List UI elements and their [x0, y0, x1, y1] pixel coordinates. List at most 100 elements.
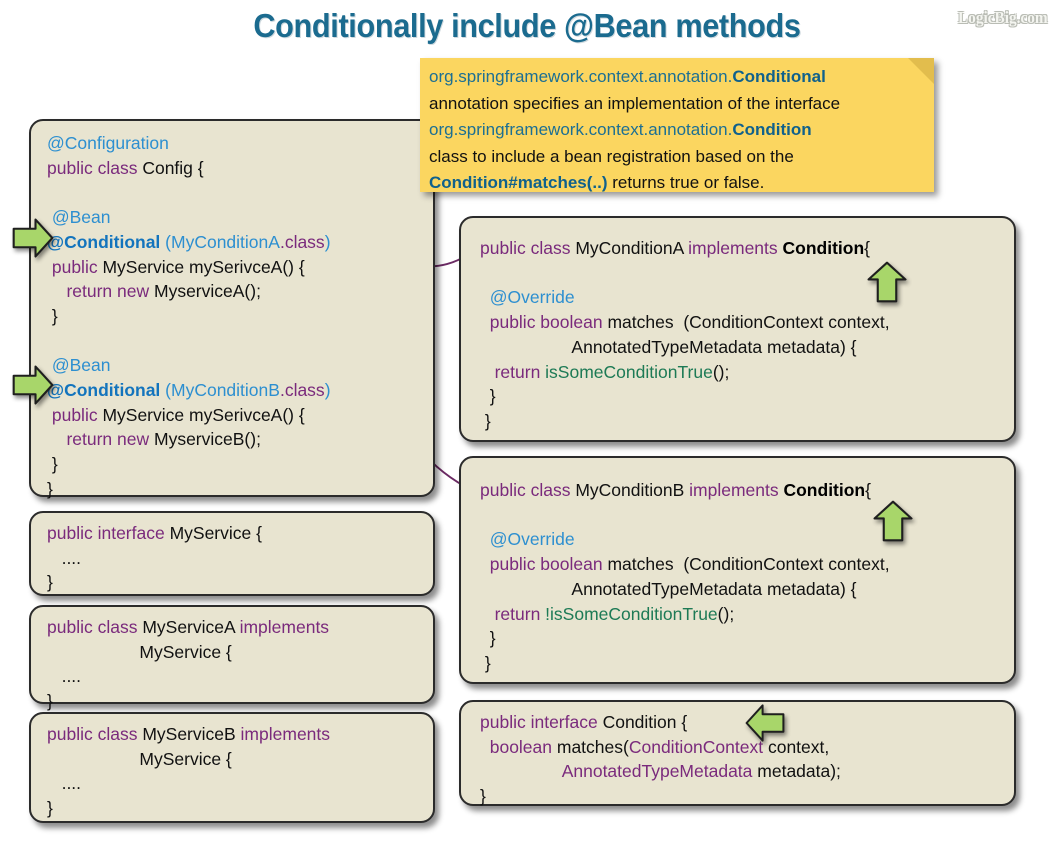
- code-line: }: [480, 409, 890, 434]
- code-token: .class: [279, 231, 325, 252]
- code-token: implements: [688, 238, 783, 258]
- code-line: }: [47, 452, 331, 477]
- code-token: ): [324, 380, 331, 401]
- code-token: public: [47, 256, 103, 277]
- code-token: (MyConditionA: [160, 231, 280, 252]
- code-line: public MyService mySerivceA() {: [47, 255, 331, 280]
- note-fold-corner: [908, 58, 934, 84]
- code-token: matches(: [556, 736, 629, 757]
- myservicea-class-box-code: public class MyServiceA implements MySer…: [47, 615, 329, 714]
- code-line: Condition#matches(..) returns true or fa…: [429, 170, 928, 197]
- code-line: @Bean: [47, 205, 331, 230]
- code-line: public class MyConditionA implements Con…: [480, 236, 890, 261]
- code-token: public interface: [480, 712, 603, 732]
- code-token: Condition#matches(..): [429, 173, 608, 192]
- code-token: [480, 761, 562, 781]
- code-token: Config {: [142, 157, 204, 178]
- code-line: AnnotatedTypeMetadata metadata) {: [480, 335, 890, 360]
- code-line: }: [47, 570, 262, 595]
- code-line: class to include a bean registration bas…: [429, 144, 928, 171]
- code-token: public class: [47, 617, 143, 637]
- code-line: boolean matches(ConditionContext context…: [480, 735, 841, 760]
- code-token: MyService {: [47, 641, 232, 662]
- code-token: ): [324, 231, 331, 252]
- code-token: }: [480, 652, 491, 673]
- code-line: @Conditional (MyConditionA.class): [47, 230, 331, 255]
- code-token: ConditionContext: [628, 736, 764, 757]
- code-token: boolean: [480, 736, 557, 757]
- myserviceb-class-box-code: public class MyServiceB implements MySer…: [47, 722, 330, 821]
- code-token: AnnotatedTypeMetadata metadata) {: [480, 336, 857, 357]
- code-token: Conditional: [732, 67, 826, 86]
- code-token: {: [864, 238, 871, 258]
- code-token: MyServiceB: [142, 724, 241, 744]
- myconditionb-class-box: public class MyConditionB implements Con…: [459, 456, 1016, 684]
- code-token: (MyConditionB: [160, 380, 280, 401]
- conditional-explanation-note: org.springframework.context.annotation.C…: [420, 58, 934, 192]
- code-line: }: [47, 304, 331, 329]
- code-token: matches (ConditionContext context,: [607, 554, 890, 575]
- code-token: public class: [480, 238, 576, 258]
- code-token: }: [47, 572, 53, 593]
- code-token: metadata);: [752, 761, 841, 782]
- code-token: org.springframework.context.annotation.: [429, 120, 733, 139]
- code-token: ();: [717, 603, 735, 624]
- myconditiona-class-box-code: public class MyConditionA implements Con…: [480, 236, 890, 434]
- code-line: public interface MyService {: [47, 521, 262, 546]
- condition-interface-box: public interface Condition { boolean mat…: [459, 700, 1016, 806]
- code-line: annotation specifies an implementation o…: [429, 91, 928, 118]
- myservicea-class-box: public class MyServiceA implements MySer…: [29, 605, 435, 711]
- code-line: public class Config {: [47, 156, 331, 181]
- code-line: MyService {: [47, 640, 329, 665]
- code-token: @Conditional: [47, 380, 161, 401]
- code-token: }: [47, 691, 53, 712]
- code-line: @Override: [480, 285, 890, 310]
- code-token: }: [480, 786, 486, 807]
- code-token: Condition: [783, 480, 866, 500]
- code-line: }: [47, 796, 330, 821]
- code-token: MyConditionB: [575, 480, 690, 500]
- code-token: MyService mySerivceA() {: [102, 256, 305, 277]
- code-line: ....: [47, 664, 329, 689]
- code-token: }: [480, 386, 496, 407]
- code-line: @Override: [480, 527, 890, 552]
- code-token: @Override: [480, 287, 575, 308]
- code-token: }: [47, 478, 53, 499]
- code-line: public class MyServiceB implements: [47, 722, 330, 747]
- code-token: @Bean: [47, 207, 111, 228]
- code-line: public boolean matches (ConditionContext…: [480, 310, 890, 335]
- code-token: return new: [47, 281, 154, 302]
- code-line: AnnotatedTypeMetadata metadata);: [480, 759, 841, 784]
- code-token: org.springframework.context.annotation.: [429, 67, 733, 86]
- code-token: implements: [239, 617, 330, 637]
- myconditiona-class-box: public class MyConditionA implements Con…: [459, 216, 1016, 442]
- myconditionb-class-box-code: public class MyConditionB implements Con…: [480, 478, 890, 676]
- code-line: ....: [47, 771, 330, 796]
- code-token: return: [480, 603, 546, 624]
- code-line: public class MyConditionB implements Con…: [480, 478, 890, 503]
- code-line: public MyService mySerivceA() {: [47, 403, 331, 428]
- code-token: AnnotatedTypeMetadata: [561, 761, 753, 782]
- arrow-condition-interface: [742, 703, 788, 743]
- condition-interface-box-code: public interface Condition { boolean mat…: [480, 710, 841, 809]
- code-token: return: [480, 361, 546, 382]
- code-token: MyService {: [169, 523, 262, 543]
- code-line: return new MyserviceA();: [47, 279, 331, 304]
- code-line: [480, 503, 890, 528]
- code-token: return new: [47, 429, 154, 450]
- code-token: ....: [47, 547, 82, 568]
- code-token: MyServiceA: [142, 617, 240, 637]
- code-line: public boolean matches (ConditionContext…: [480, 552, 890, 577]
- code-line: public interface Condition {: [480, 710, 841, 735]
- code-line: @Conditional (MyConditionB.class): [47, 378, 331, 403]
- code-line: }: [480, 626, 890, 651]
- code-token: public class: [47, 724, 143, 744]
- code-token: public class: [480, 480, 576, 500]
- code-line: AnnotatedTypeMetadata metadata) {: [480, 577, 890, 602]
- code-token: ....: [47, 773, 82, 794]
- code-line: return !isSomeConditionTrue();: [480, 602, 890, 627]
- code-line: }: [480, 651, 890, 676]
- arrow-conditional-a: [8, 217, 58, 259]
- note-text: org.springframework.context.annotation.C…: [429, 64, 928, 197]
